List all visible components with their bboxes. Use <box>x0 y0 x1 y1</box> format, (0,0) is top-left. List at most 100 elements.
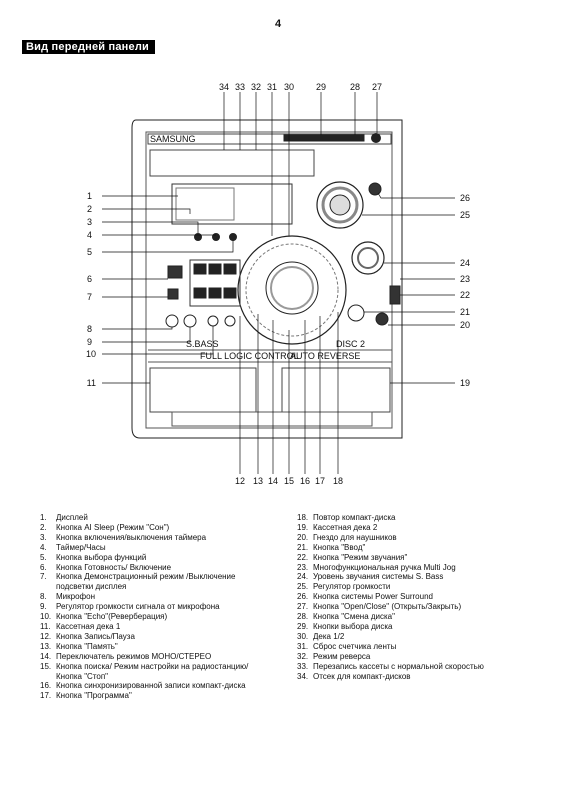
callout-28: 28 <box>350 82 360 92</box>
callout-11: 11 <box>87 378 96 388</box>
timer-onoff-button <box>212 233 220 241</box>
legend-item: 10.Кнопка "Echo"(Реверберация) <box>40 612 168 622</box>
legend-item: 31.Сброс счетчика ленты <box>297 641 397 651</box>
callout-27: 27 <box>372 82 382 92</box>
callout-labels: 1 2 3 4 5 6 7 8 9 10 11 12 13 14 15 16 1… <box>86 82 470 486</box>
demo-button <box>167 288 179 300</box>
callout-4: 4 <box>87 230 92 240</box>
legend-item: 21.Кнопка "Ввод" <box>297 542 366 552</box>
legend-item: подсветки дисплея <box>56 582 127 592</box>
legend-item: 20.Гнездо для наушников <box>297 532 397 542</box>
callout-3: 3 <box>87 217 92 227</box>
legend-item: 17.Кнопка "Программа" <box>40 691 132 701</box>
sleep-button <box>194 233 202 241</box>
legend-item: 26.Кнопка системы Power Surround <box>297 592 433 602</box>
callout-23: 23 <box>460 274 470 284</box>
callout-18: 18 <box>333 476 343 486</box>
enter-button <box>347 304 365 322</box>
callout-17: 17 <box>315 476 325 486</box>
callout-21: 21 <box>460 307 470 317</box>
legend-item: 7.Кнопка Демонстрационный режим /Выключе… <box>40 572 236 582</box>
callout-13: 13 <box>253 476 263 486</box>
jog-center <box>265 261 319 315</box>
legend-item: 19.Кассетная дека 2 <box>297 522 378 532</box>
legend-item: 14.Переключатель режимов МОНО/СТЕРЕО <box>40 651 212 661</box>
callout-32: 32 <box>251 82 261 92</box>
callout-2: 2 <box>87 204 92 214</box>
legend-item: 8.Микрофон <box>40 592 95 602</box>
legend-item: 29.Кнопки выбора диска <box>297 621 393 631</box>
legend-item: 34.Отсек для компакт-дисков <box>297 671 411 681</box>
callout-15: 15 <box>284 476 294 486</box>
legend-item: 5.Кнопка выбора функций <box>40 552 147 562</box>
legend-item: 30.Дека 1/2 <box>297 631 345 641</box>
legend-item: 18.Повтор компакт-диска <box>297 513 396 522</box>
cd-compartment <box>149 149 315 177</box>
display-area <box>171 183 293 225</box>
cassette-buttons-block <box>189 259 241 307</box>
section-title: Вид передней панели <box>22 40 155 54</box>
callout-24: 24 <box>460 258 470 268</box>
front-panel-diagram: SAMSUNG FULL LOGIC CONTROL AUTO REVERSE … <box>86 82 470 486</box>
page-number: 4 <box>275 18 282 30</box>
callout-29: 29 <box>316 82 326 92</box>
legend-item: 24.Уровень звучания системы S. Bass <box>297 572 444 582</box>
legend-right: 18.Повтор компакт-диска 19.Кассетная дек… <box>297 513 557 681</box>
legend-item: 3.Кнопка включения/выключения таймера <box>40 532 207 542</box>
headphone-jack <box>375 312 389 326</box>
mic-jack <box>165 314 179 328</box>
panel-label-left: FULL LOGIC CONTROL <box>200 351 299 361</box>
legend-item: 9.Регулятор громкости сигнала от микрофо… <box>40 602 220 612</box>
callout-10: 10 <box>86 349 96 359</box>
legend-left: 1.Дисплей 2.Кнопка AI Sleep (Режим "Сон"… <box>40 513 285 701</box>
callout-25: 25 <box>460 210 470 220</box>
volume-knob <box>316 181 364 229</box>
brand-plate: SAMSUNG <box>150 134 196 144</box>
callout-12: 12 <box>235 476 245 486</box>
legend-item: 1.Дисплей <box>40 513 88 522</box>
callout-8: 8 <box>87 324 92 334</box>
legend-item: 2.Кнопка AI Sleep (Режим "Сон") <box>40 522 170 532</box>
callout-14: 14 <box>268 476 278 486</box>
legend-item: 6.Кнопка Готовность/ Включение <box>40 562 172 572</box>
legend-item: 23.Многофункциональная ручка Multi Jog <box>297 562 456 572</box>
legend-item: 27.Кнопка "Open/Close" (Открыть/Закрыть) <box>297 602 462 612</box>
callout-7: 7 <box>87 292 92 302</box>
legend-item: 4.Таймер/Часы <box>40 542 106 552</box>
legend-item: 16.Кнопка синхронизированной записи комп… <box>40 681 246 691</box>
cabinet-outline <box>131 119 403 439</box>
panel-label-cd: DISC 2 <box>336 339 365 349</box>
power-surround-button <box>368 182 382 196</box>
callout-26: 26 <box>460 193 470 203</box>
callout-9: 9 <box>87 337 92 347</box>
callout-22: 22 <box>460 290 470 300</box>
callout-20: 20 <box>460 320 470 330</box>
open-close-button <box>371 133 381 143</box>
echo-button <box>207 315 219 327</box>
panel-label-bass: S.BASS <box>186 339 219 349</box>
legend-item: Кнопка "Стоп" <box>56 671 109 681</box>
callout-33: 33 <box>235 82 245 92</box>
cassette-deck-2 <box>281 367 391 413</box>
callout-30: 30 <box>284 82 294 92</box>
panel-label-right: AUTO REVERSE <box>290 351 360 361</box>
callout-34: 34 <box>219 82 229 92</box>
top-strip <box>147 133 392 145</box>
callout-5: 5 <box>87 247 92 257</box>
legend-item: 11.Кассетная дека 1 <box>40 621 121 631</box>
function-button <box>167 265 183 279</box>
sbass-knob <box>351 241 385 275</box>
clock-button <box>229 233 237 241</box>
callout-16: 16 <box>300 476 310 486</box>
callout-31: 31 <box>267 82 277 92</box>
legend-item: 28.Кнопка "Смена диска" <box>297 612 395 622</box>
legend-item: 25.Регулятор громкости <box>297 582 391 592</box>
callout-1: 1 <box>87 191 92 201</box>
legend-item: 33.Перезапись кассеты с нормальной скоро… <box>297 661 484 671</box>
legend-item: 12.Кнопка Запись/Пауза <box>40 631 135 641</box>
mic-volume <box>183 314 197 328</box>
legend-item: 32.Режим реверса <box>297 651 371 661</box>
legend-item: 13.Кнопка "Память" <box>40 641 118 651</box>
legend-item: 15.Кнопка поиска/ Режим настройки на рад… <box>40 661 249 671</box>
callout-19: 19 <box>460 378 470 388</box>
